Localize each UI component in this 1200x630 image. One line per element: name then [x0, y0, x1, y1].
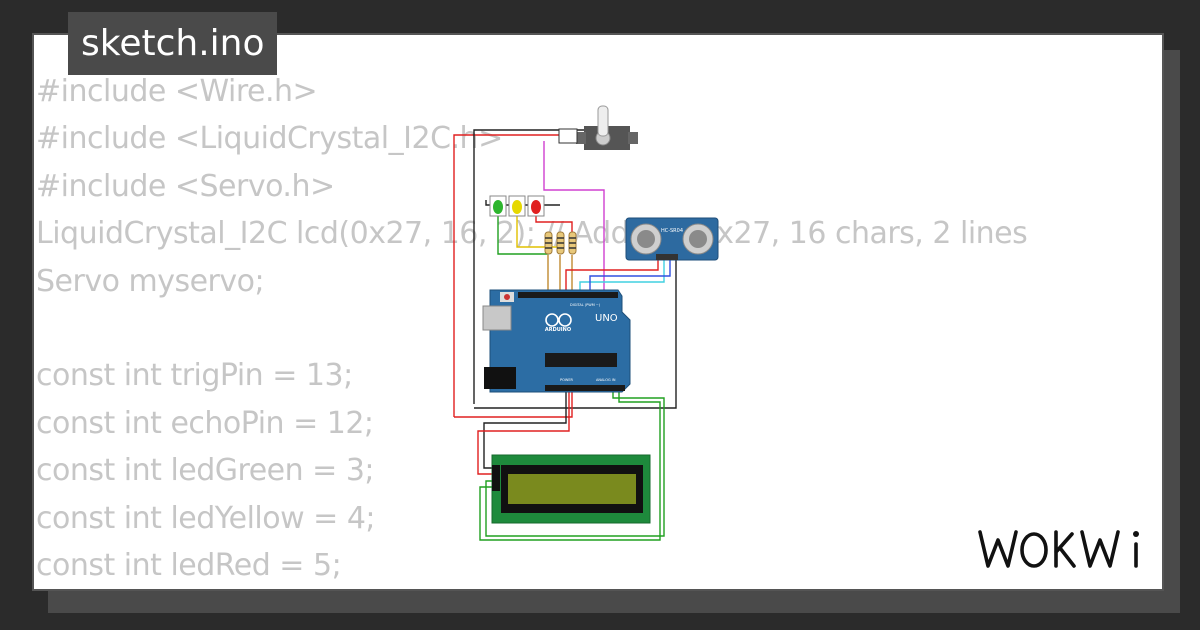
- lcd-i2c-pins: [492, 465, 500, 491]
- code-line: const int ledGreen = 3;: [36, 453, 375, 489]
- board-model: UNO: [595, 313, 618, 324]
- board-5v-wire: [454, 390, 573, 418]
- code-block: #include <Wire.h> #include <LiquidCrysta…: [36, 68, 1028, 589]
- sensor-transducer-right-core: [689, 230, 707, 248]
- led-red[interactable]: [527, 195, 545, 217]
- code-line: const int ledRed = 5;: [36, 547, 342, 583]
- servo-motor[interactable]: [558, 105, 638, 150]
- arduino-logo-right: [558, 313, 572, 327]
- usb-port: [482, 305, 512, 331]
- green-led-wire: [497, 215, 549, 255]
- lcd-display[interactable]: [491, 454, 651, 524]
- power-analog-header: [545, 385, 625, 391]
- resistor-3[interactable]: [568, 231, 577, 255]
- resistor-leads: [547, 255, 573, 290]
- analog-header-label: ANALOG IN: [596, 378, 616, 382]
- wokwi-logo: [978, 530, 1139, 568]
- arduino-logo-left: [545, 313, 559, 327]
- atmega-chip: [545, 353, 617, 367]
- lcd-scl-wire: [479, 390, 661, 541]
- servo-tab-left: [576, 132, 586, 144]
- code-line: const int trigPin = 13;: [36, 358, 353, 394]
- sensor-vcc-wire: [565, 258, 659, 292]
- servo-signal-wire: [543, 141, 605, 292]
- code-line: #include <LiquidCrystal_I2C.h>: [36, 121, 503, 157]
- digital-header-label: DIGITAL (PWM ~): [570, 303, 601, 307]
- lcd-sda-wire: [485, 390, 665, 537]
- board-brand: ARDUINO: [545, 327, 571, 333]
- led-red-dome: [531, 200, 541, 214]
- code-line: #include <Servo.h>: [36, 168, 335, 204]
- echo-wire: [589, 258, 671, 292]
- sensor-gnd-wire: [474, 258, 677, 409]
- lcd-vcc-wire: [477, 392, 570, 475]
- power-header-label: POWER: [560, 378, 574, 382]
- lcd-gnd-wire: [483, 392, 567, 469]
- sensor-transducer-left-core: [637, 230, 655, 248]
- lcd-screen: [508, 474, 636, 504]
- code-line: const int echoPin = 12;: [36, 405, 374, 441]
- servo-tab-right: [628, 132, 638, 144]
- servo-ground-wire: [473, 129, 588, 404]
- sensor-pins: [656, 254, 678, 260]
- file-name-tab: sketch.ino: [68, 12, 278, 75]
- yellow-led-wire: [516, 215, 561, 248]
- resistor-2[interactable]: [556, 231, 565, 255]
- led-green[interactable]: [489, 195, 507, 217]
- led-green-dome: [493, 200, 503, 214]
- servo-connector: [558, 128, 578, 144]
- resistor-1[interactable]: [544, 231, 553, 255]
- trig-wire: [579, 258, 665, 292]
- reset-button: [504, 294, 510, 300]
- resistor-1-bands: [545, 237, 552, 249]
- led-yellow[interactable]: [508, 195, 526, 217]
- resistor-3-bands: [569, 237, 576, 249]
- resistor-2-bands: [557, 237, 564, 249]
- code-line: #include <Wire.h>: [36, 74, 318, 109]
- code-line: const int ledYellow = 4;: [36, 500, 376, 536]
- led-yellow-dome: [512, 200, 522, 214]
- red-led-wire: [535, 215, 573, 232]
- arduino-uno[interactable]: ARDUINO UNO DIGITAL (PWM ~) POWER ANALOG…: [482, 289, 631, 393]
- sensor-label: HC-SR04: [661, 228, 683, 234]
- power-jack: [484, 367, 516, 389]
- servo-power-wire: [453, 134, 588, 417]
- ultrasonic-sensor[interactable]: HC-SR04: [625, 217, 719, 261]
- servo-horn: [597, 105, 609, 137]
- code-line: Servo myservo;: [36, 263, 265, 299]
- digital-header: [518, 292, 618, 298]
